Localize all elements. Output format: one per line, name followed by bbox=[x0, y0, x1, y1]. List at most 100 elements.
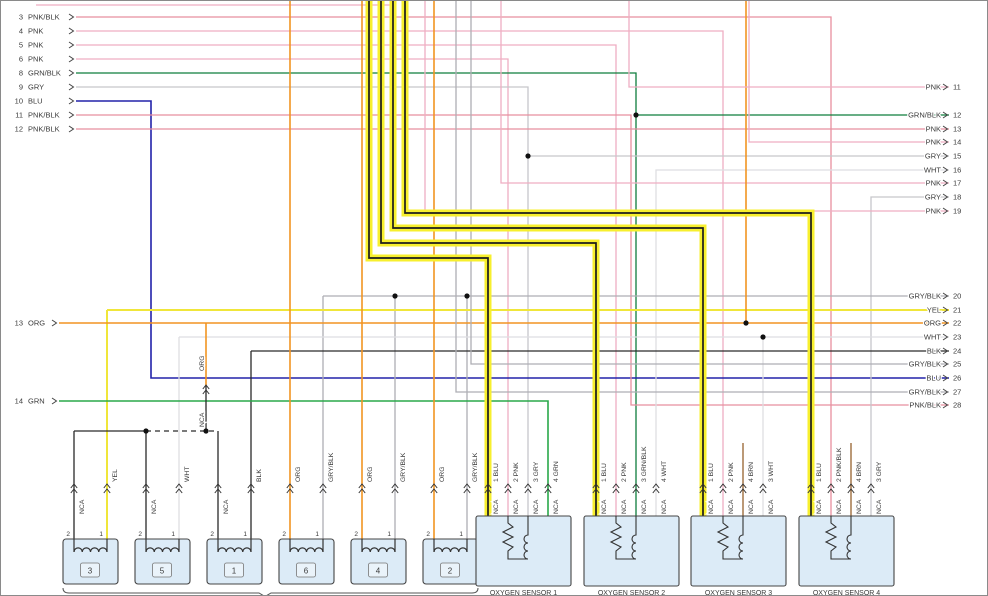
connector-chevron-icon bbox=[214, 483, 222, 489]
wire-pnk bbox=[76, 44, 617, 516]
wire-color-label: 2 PNK/BLK bbox=[836, 447, 843, 482]
sensor-heater-icon bbox=[523, 516, 529, 560]
right-pin-color-label: WHT bbox=[924, 333, 941, 342]
wire-arrow-icon bbox=[942, 166, 949, 174]
left-pin-color-label: GRY bbox=[28, 83, 44, 92]
left-pin-number: 8 bbox=[19, 69, 23, 78]
wire-color-label: BLK bbox=[256, 469, 263, 482]
connector-chevron-icon bbox=[867, 488, 875, 494]
connector-chevron-icon bbox=[391, 488, 399, 494]
right-pin-color-label: PNK bbox=[926, 207, 941, 216]
wire-gry bbox=[76, 86, 529, 516]
wire-arrow-icon bbox=[942, 152, 949, 160]
oxygen-sensor-box bbox=[583, 515, 680, 587]
wire-arrow-icon bbox=[942, 125, 949, 133]
connector-chevron-icon bbox=[652, 488, 660, 494]
wire-nca-label: NCA bbox=[856, 499, 863, 514]
connector-chevron-icon bbox=[524, 488, 532, 494]
wire-arrow-icon bbox=[942, 306, 949, 314]
wire-color-label: 3 GRN/BLK bbox=[641, 446, 648, 482]
connector-chevron-icon bbox=[652, 483, 660, 489]
connector-chevron-icon bbox=[612, 488, 620, 494]
coil-pin-number: 1 bbox=[171, 531, 175, 538]
connector-chevron-icon bbox=[286, 488, 294, 494]
left-pin-number: 6 bbox=[19, 55, 23, 64]
wire-wht bbox=[655, 169, 949, 516]
wire-pnk bbox=[628, 1, 949, 88]
connector-chevron-icon bbox=[70, 483, 78, 489]
right-pin-color-label: YEL bbox=[927, 306, 941, 315]
left-pin-color-label: ORG bbox=[28, 319, 45, 328]
wire-pnk bbox=[76, 58, 509, 516]
right-pin-color-label: WHT bbox=[924, 166, 941, 175]
connector-chevron-icon bbox=[592, 488, 600, 494]
oxygen-sensor-label: OXYGEN SENSOR 2 bbox=[598, 590, 665, 596]
connector-chevron-icon bbox=[463, 488, 471, 494]
connector-chevron-icon bbox=[612, 483, 620, 489]
coil-number: 5 bbox=[160, 567, 165, 576]
junction-dot bbox=[464, 293, 470, 299]
right-pin-number: 23 bbox=[953, 333, 961, 342]
wire-arrow-icon bbox=[942, 138, 949, 146]
left-pin-number: 4 bbox=[19, 27, 23, 36]
connector-chevron-icon bbox=[484, 488, 492, 494]
connector-chevron-icon bbox=[175, 483, 183, 489]
right-pin-number: 20 bbox=[953, 292, 961, 301]
wire-arrow-icon bbox=[942, 360, 949, 368]
left-pin-number: 13 bbox=[15, 319, 23, 328]
coil-pin-number: 1 bbox=[243, 531, 247, 538]
coil-pin-number: 2 bbox=[282, 531, 286, 538]
wire-color-label: 3 WHT bbox=[768, 461, 775, 482]
coil-number: 4 bbox=[376, 567, 381, 576]
wire-grn bbox=[59, 400, 549, 516]
right-pin-color-label: GRY/BLK bbox=[909, 292, 941, 301]
wire-arrow-icon bbox=[68, 41, 75, 49]
coil-winding-icon bbox=[73, 547, 108, 553]
wire-color-label: 4 GRN bbox=[553, 461, 560, 482]
right-pin-color-label: ORG bbox=[924, 319, 941, 328]
ignition-coil-box bbox=[62, 538, 119, 585]
wire-pnk bbox=[424, 1, 949, 212]
connector-chevron-icon bbox=[484, 483, 492, 489]
connector-chevron-icon bbox=[202, 389, 210, 395]
wire-nca-label: NCA bbox=[816, 499, 823, 514]
wire-arrow-icon bbox=[942, 401, 949, 409]
wire-nca-label: NCA bbox=[621, 499, 628, 514]
coil-pin-number: 2 bbox=[210, 531, 214, 538]
wire-gry bbox=[870, 196, 949, 516]
connector-chevron-icon bbox=[699, 488, 707, 494]
wire-pnk_blk bbox=[76, 114, 949, 406]
wire-color-label: 4 BRN bbox=[856, 462, 863, 482]
right-pin-number: 25 bbox=[953, 360, 961, 369]
left-pin-color-label: BLU bbox=[28, 97, 43, 106]
right-pin-color-label: PNK bbox=[926, 125, 941, 134]
right-pin-color-label: PNK bbox=[926, 138, 941, 147]
wire-gry_blk bbox=[455, 1, 949, 393]
connector-chevron-icon bbox=[103, 483, 111, 489]
coil-winding-icon bbox=[433, 547, 468, 553]
wire-arrow-icon bbox=[51, 397, 58, 405]
connector-chevron-icon bbox=[827, 488, 835, 494]
connector-chevron-icon bbox=[867, 483, 875, 489]
wire-pnk bbox=[500, 1, 949, 184]
wire-arrow-icon bbox=[68, 69, 75, 77]
connector-chevron-icon bbox=[592, 483, 600, 489]
wire-highlighted-o2-signal bbox=[404, 1, 812, 516]
wire-color-label: 1 BLU bbox=[493, 463, 500, 482]
right-pin-number: 18 bbox=[953, 193, 961, 202]
connector-chevron-icon bbox=[358, 488, 366, 494]
connector-chevron-icon bbox=[739, 483, 747, 489]
wire-nca-label: NCA bbox=[199, 412, 206, 427]
wire-arrow-icon bbox=[942, 193, 949, 201]
connector-chevron-icon bbox=[847, 483, 855, 489]
sensor-resistor-icon bbox=[824, 516, 851, 560]
wire-highlighted-o2-signal bbox=[368, 1, 489, 516]
wire-nca-label: NCA bbox=[876, 499, 883, 514]
wire-color-label: GRY/BLK bbox=[472, 452, 479, 482]
connector-chevron-icon bbox=[430, 488, 438, 494]
connector-chevron-icon bbox=[719, 483, 727, 489]
wire-arrow-icon bbox=[68, 97, 75, 105]
right-pin-number: 12 bbox=[953, 111, 961, 120]
ignition-coil-box bbox=[206, 538, 263, 585]
wire-nca-label: NCA bbox=[553, 499, 560, 514]
